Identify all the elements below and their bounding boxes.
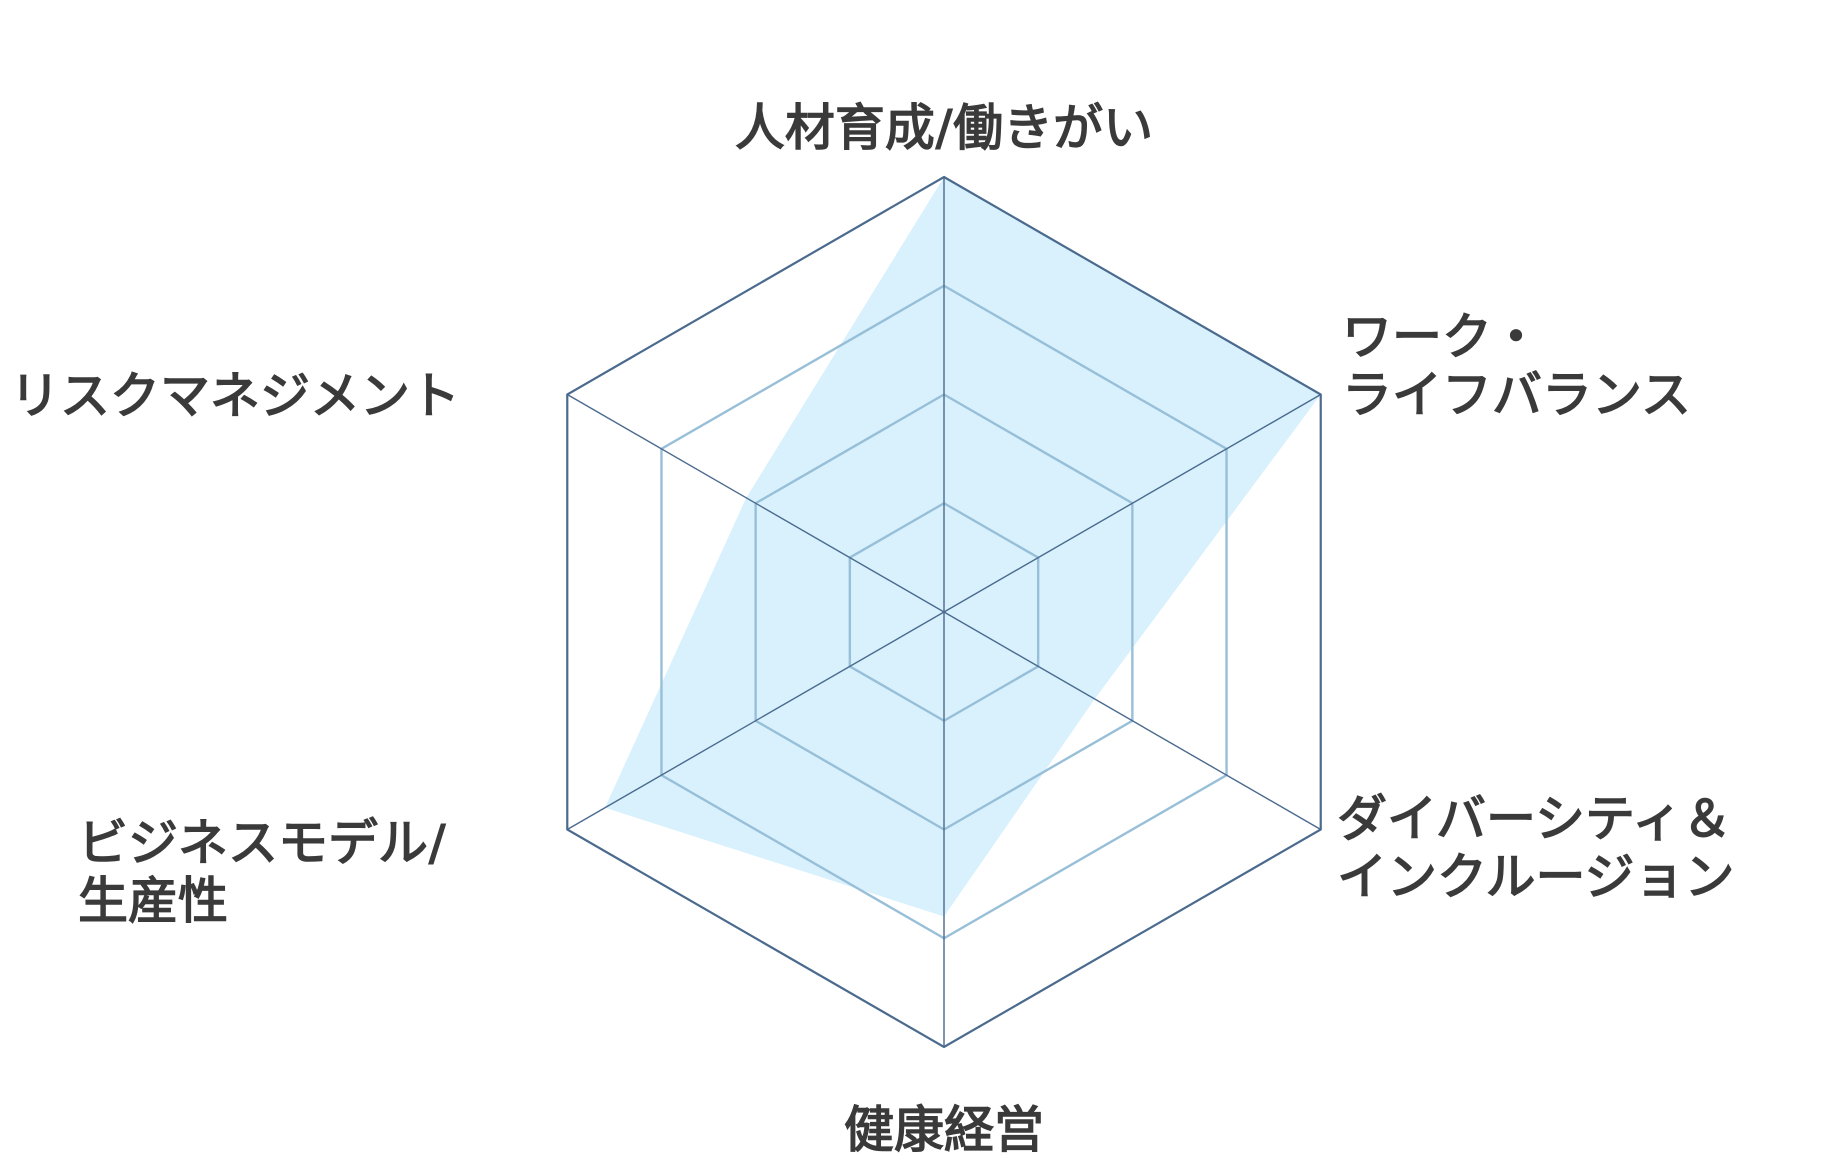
radar-spoke	[943, 611, 1322, 831]
axis-label-line: ダイバーシティ＆	[1337, 790, 1732, 848]
axis-label-line: 人材育成/働きがい	[735, 99, 1153, 157]
axis-label-line: ワーク・	[1342, 308, 1541, 366]
radar-spoke	[566, 393, 945, 613]
axis-label-line: インクルージョン	[1337, 848, 1735, 906]
axis-label: ダイバーシティ＆インクルージョン	[1337, 790, 1735, 906]
axis-label: ワーク・ライフバランス	[1342, 308, 1691, 424]
radar-spoke	[943, 393, 1322, 613]
axis-label: ビジネスモデル/生産性	[78, 814, 447, 930]
axis-label-line: 生産性	[78, 872, 228, 930]
radar-spoke	[566, 611, 945, 831]
axis-label-line: リスクマネジメント	[10, 367, 460, 425]
axis-label-line: ライフバランス	[1342, 366, 1691, 424]
axis-label-layer: 人材育成/働きがいワーク・ライフバランスダイバーシティ＆インクルージョン健康経営…	[10, 99, 1735, 1159]
radar-data-area	[604, 177, 1321, 917]
axis-label-line: 健康経営	[844, 1101, 1044, 1159]
axis-label: 人材育成/働きがい	[735, 99, 1153, 157]
radar-grid-layer	[566, 175, 1322, 1049]
axis-label: 健康経営	[844, 1101, 1044, 1159]
axis-label-line: ビジネスモデル/	[78, 814, 447, 872]
radar-fill-layer	[604, 177, 1321, 917]
axis-label: リスクマネジメント	[10, 367, 460, 425]
